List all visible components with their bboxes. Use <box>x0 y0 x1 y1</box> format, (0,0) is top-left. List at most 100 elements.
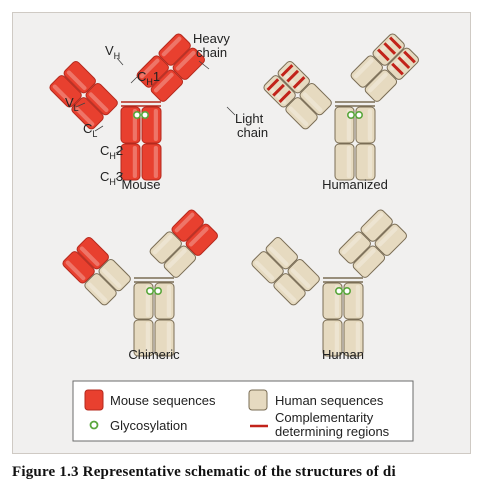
mouse-left-ch3-domain-shine <box>132 146 137 178</box>
chimeric-right-ch1-domain-body <box>163 245 197 278</box>
caption-text: Figure 1.3 Representative schematic of t… <box>12 464 396 480</box>
humanized-left-ch1-domain-shine <box>302 92 323 113</box>
leader-heavy-chain <box>198 60 210 70</box>
leader-ch2 <box>115 148 124 154</box>
humanized-right-ch3-domain-shine <box>367 146 372 178</box>
human-right-vh-domain <box>374 223 407 256</box>
human-left-ch3-domain-body <box>322 319 343 357</box>
chimeric-right-cl-domain <box>149 231 182 264</box>
mouse-right-vl-domain-body <box>158 33 191 66</box>
human-right-vh-domain-body <box>374 223 407 256</box>
mouse-left-vl-domain-shine <box>52 84 73 105</box>
humanized-left-cdr-c1 <box>266 78 280 91</box>
chimeric-right-vl-domain <box>171 209 204 242</box>
mouse-right-vl-domain-shine <box>161 36 182 57</box>
domain-label-ch2: CH2 <box>100 143 123 161</box>
chimeric-left-vh-domain-body <box>76 237 109 270</box>
humanized-right-cl-domain-shine <box>353 58 374 79</box>
humanized-left-ch3-domain-body <box>334 143 355 181</box>
chimeric-right-ch1-domain <box>163 245 197 278</box>
legend-glyco-symbol <box>89 420 99 430</box>
humanized-left-arm <box>263 61 332 130</box>
domain-label-vl: VL <box>65 95 79 113</box>
humanized-left-vh-domain-body <box>277 61 310 94</box>
humanized-left-cl-domain-shine <box>288 106 309 127</box>
human-right-vh-domain-shine <box>377 226 398 247</box>
chimeric-left-ch1-domain <box>98 258 131 292</box>
mouse-right-arm <box>136 33 205 102</box>
chimeric-antibody <box>62 209 218 357</box>
mouse-right-cl-domain <box>136 55 169 88</box>
humanized-right-ch1-domain <box>364 69 398 102</box>
humanized-right-cdr-a0 <box>391 62 404 76</box>
chimeric-left-vl-domain-body <box>62 251 95 284</box>
label-human: Human <box>322 347 364 362</box>
human-left-ch3-domain-shine <box>334 322 339 354</box>
chimeric-right-vl-domain-body <box>171 209 204 242</box>
human-right-vl-domain <box>360 209 393 242</box>
chimeric-left-vh-domain <box>76 237 109 270</box>
leader-ch1 <box>130 76 138 84</box>
domain-label-ch1: CH1 <box>137 69 160 87</box>
chimeric-left-ch3-domain-body <box>133 319 154 357</box>
chimeric-right-ch2-domain-shine <box>166 285 171 317</box>
mouse-right-ch2-domain-shine <box>153 109 158 141</box>
human-right-cl-domain-body <box>338 231 371 264</box>
humanized-right-ch2-domain-shine <box>367 109 372 141</box>
mouse-right-vl-domain <box>158 33 191 66</box>
humanized-right-cdr-c0 <box>403 50 416 64</box>
humanized-right-ch3-domain <box>355 143 376 181</box>
mouse-right-ch3-domain <box>141 143 162 181</box>
humanized-right-ch1-domain-body <box>364 69 398 102</box>
mouse-left-vl-domain-body <box>49 75 82 108</box>
human-left-vh-domain-body <box>265 237 298 270</box>
mouse-right-vh-domain-shine <box>175 50 196 71</box>
chimeric-glycosylation-right <box>154 286 163 295</box>
chimeric-left-vh-domain-shine <box>79 246 100 267</box>
humanized-glycosylation-left <box>346 111 355 120</box>
leader-vl <box>75 102 86 108</box>
mouse-right-ch3-domain-body <box>141 143 162 181</box>
humanized-right-cdr-a1 <box>377 48 390 62</box>
domain-label-ch3: CH3 <box>100 169 123 187</box>
domain-label-cl: CL <box>83 121 97 139</box>
human-left-ch1-domain-body <box>287 258 320 292</box>
mouse-left-vh-domain <box>63 61 96 94</box>
humanized-glycosylation-right <box>354 111 363 120</box>
chimeric-left-ch3-domain <box>133 319 154 357</box>
figure-caption: Figure 1.3 Representative schematic of t… <box>12 464 480 486</box>
chimeric-right-ch3-domain-body <box>154 319 175 357</box>
humanized-right-cdr-b1 <box>383 42 397 55</box>
chimeric-left-vl-domain-shine <box>65 260 86 281</box>
mouse-left-vh-domain-shine <box>66 70 87 91</box>
mouse-right-vh-domain <box>172 47 205 80</box>
mouse-right-ch1-domain-shine <box>153 72 174 93</box>
human-left-cl-domain-body <box>273 273 306 306</box>
human-right-cl-domain <box>338 231 371 264</box>
mouse-right-cl-domain-body <box>136 55 169 88</box>
humanized-left-cdr-a0 <box>292 76 306 89</box>
chimeric-glycosylation-left <box>146 286 155 295</box>
human-glycosylation-left <box>334 286 343 295</box>
mouse-left-vl-domain <box>49 75 82 108</box>
human-right-ch1-domain <box>352 245 386 278</box>
chimeric-left-cl-domain-body <box>84 273 117 306</box>
chimeric-right-cl-domain-shine <box>152 234 173 255</box>
human-right-ch2-domain-shine <box>355 285 360 317</box>
human-left-vl-domain <box>251 251 284 284</box>
human-left-ch1-domain-shine <box>290 268 311 289</box>
humanized-right-cdr-b0 <box>397 56 411 70</box>
humanized-left-cdr-c0 <box>280 64 294 77</box>
human-right-cl-domain-shine <box>341 234 362 255</box>
legend-mouse-swatch <box>84 389 104 411</box>
human-right-ch3-domain-body <box>343 319 364 357</box>
human-antibody <box>251 209 407 357</box>
legend-human-label: Human sequences <box>275 393 384 408</box>
leader-ch3 <box>115 172 124 180</box>
mouse-left-vh-domain-body <box>63 61 96 94</box>
